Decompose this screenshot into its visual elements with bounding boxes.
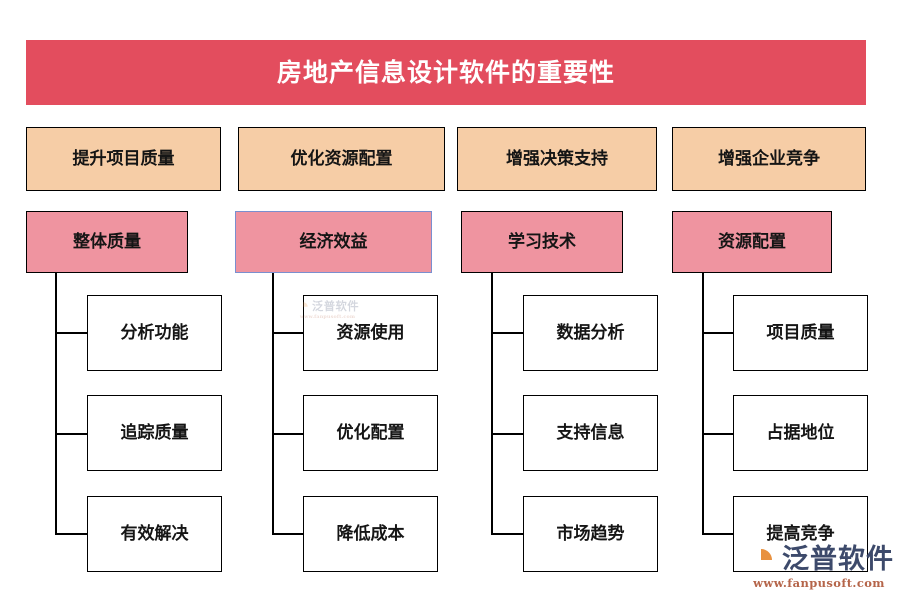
leaf-node-3-3[interactable]: 市场趋势 xyxy=(523,496,658,572)
leaf-node-1-1[interactable]: 分析功能 xyxy=(87,295,222,371)
level2-node-2[interactable]: 经济效益 xyxy=(235,211,432,273)
level1-node-4[interactable]: 增强企业竞争 xyxy=(672,127,866,191)
level2-node-3[interactable]: 学习技术 xyxy=(461,211,623,273)
connector-trunk-2 xyxy=(272,273,275,535)
connector-branch-1-2 xyxy=(55,433,88,436)
connector-trunk-1 xyxy=(55,273,58,535)
leaf-node-4-3[interactable]: 提高竞争 xyxy=(733,496,868,572)
connector-branch-2-3 xyxy=(272,533,305,536)
connector-trunk-3 xyxy=(491,273,494,535)
leaf-node-2-1[interactable]: 资源使用 xyxy=(303,295,438,371)
leaf-node-2-3[interactable]: 降低成本 xyxy=(303,496,438,572)
connector-branch-4-3 xyxy=(702,533,735,536)
leaf-node-1-2[interactable]: 追踪质量 xyxy=(87,395,222,471)
leaf-node-2-2[interactable]: 优化配置 xyxy=(303,395,438,471)
connector-branch-1-1 xyxy=(55,332,88,335)
diagram-title-text: 房地产信息设计软件的重要性 xyxy=(276,58,615,87)
leaf-node-3-1[interactable]: 数据分析 xyxy=(523,295,658,371)
leaf-node-4-1[interactable]: 项目质量 xyxy=(733,295,868,371)
level1-node-2[interactable]: 优化资源配置 xyxy=(238,127,445,191)
level2-node-1[interactable]: 整体质量 xyxy=(26,211,188,273)
connector-branch-2-2 xyxy=(272,433,305,436)
connector-trunk-4 xyxy=(702,273,705,535)
connector-branch-3-3 xyxy=(491,533,524,536)
watermark-url: www.fanpusoft.com xyxy=(753,576,885,590)
level2-node-4[interactable]: 资源配置 xyxy=(672,211,832,273)
connector-branch-3-1 xyxy=(491,332,524,335)
diagram-title-banner: 房地产信息设计软件的重要性 xyxy=(26,40,866,105)
leaf-node-3-2[interactable]: 支持信息 xyxy=(523,395,658,471)
leaf-node-1-3[interactable]: 有效解决 xyxy=(87,496,222,572)
connector-branch-4-1 xyxy=(702,332,735,335)
leaf-node-4-2[interactable]: 占据地位 xyxy=(733,395,868,471)
level1-node-3[interactable]: 增强决策支持 xyxy=(457,127,657,191)
connector-branch-2-1 xyxy=(272,332,305,335)
connector-branch-1-3 xyxy=(55,533,88,536)
connector-branch-4-2 xyxy=(702,433,735,436)
connector-branch-3-2 xyxy=(491,433,524,436)
level1-node-1[interactable]: 提升项目质量 xyxy=(26,127,221,191)
